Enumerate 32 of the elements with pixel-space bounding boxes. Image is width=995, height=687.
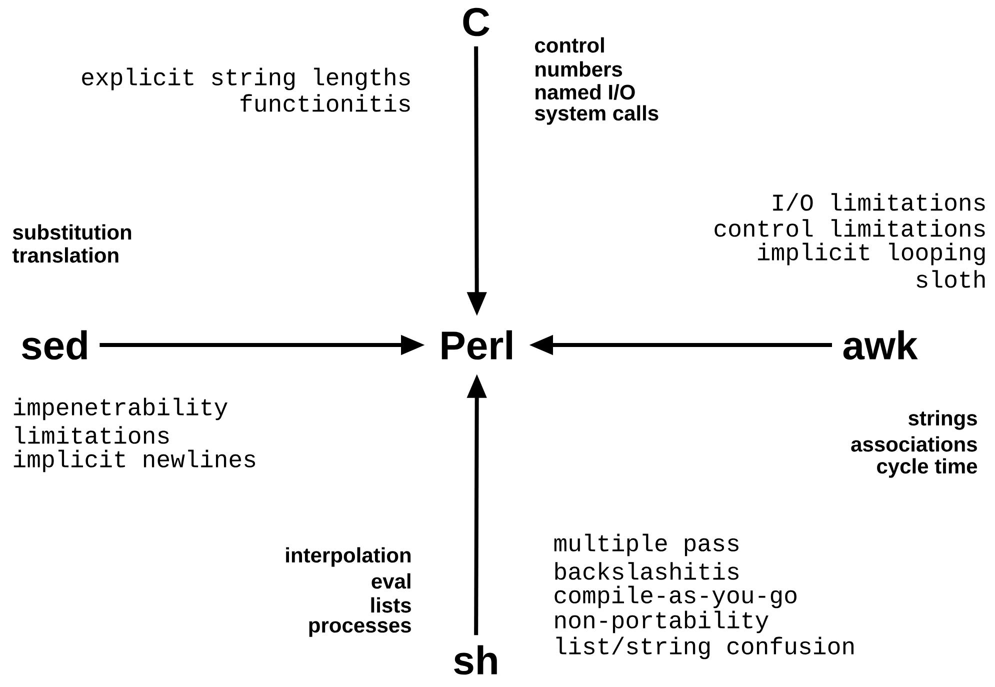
note-text: implicit looping	[758, 242, 985, 266]
note-text: functionitis	[240, 94, 410, 112]
note-text: associations	[851, 436, 977, 452]
note-text: translation	[12, 247, 118, 263]
note-text: named I/O	[536, 84, 635, 100]
note-text: non-portability	[555, 610, 768, 634]
note-text: strings	[908, 410, 977, 430]
note-text: impenetrability	[14, 398, 228, 420]
note-text: list/string confusion	[556, 636, 854, 660]
note-text: explicit string lengths	[82, 68, 410, 90]
note-text: lists	[371, 597, 411, 613]
note-text: sloth	[916, 270, 985, 288]
note-text: I/O limitations	[773, 193, 985, 211]
note-text: control	[535, 37, 604, 53]
note-text: substitution	[12, 224, 132, 240]
note-text: multiple pass	[554, 534, 738, 556]
note-text: interpolation	[286, 547, 411, 567]
note-text: compile-as-you-go	[554, 586, 796, 608]
note-text: control limitations	[714, 219, 985, 237]
note-text: limitations	[15, 426, 169, 444]
note-text: backslashitis	[555, 562, 738, 580]
note-text: numbers	[536, 61, 622, 77]
language-label: sed	[22, 330, 87, 360]
language-label: Perl	[442, 330, 512, 360]
language-label: C	[463, 8, 490, 36]
note-text: implicit newlines	[14, 450, 256, 472]
note-text: eval	[372, 573, 410, 589]
note-text: processes	[309, 621, 411, 637]
note-text: system calls	[534, 105, 658, 125]
language-label: awk	[843, 330, 918, 360]
language-label: sh	[454, 645, 497, 675]
note-text: cycle time	[877, 458, 978, 478]
